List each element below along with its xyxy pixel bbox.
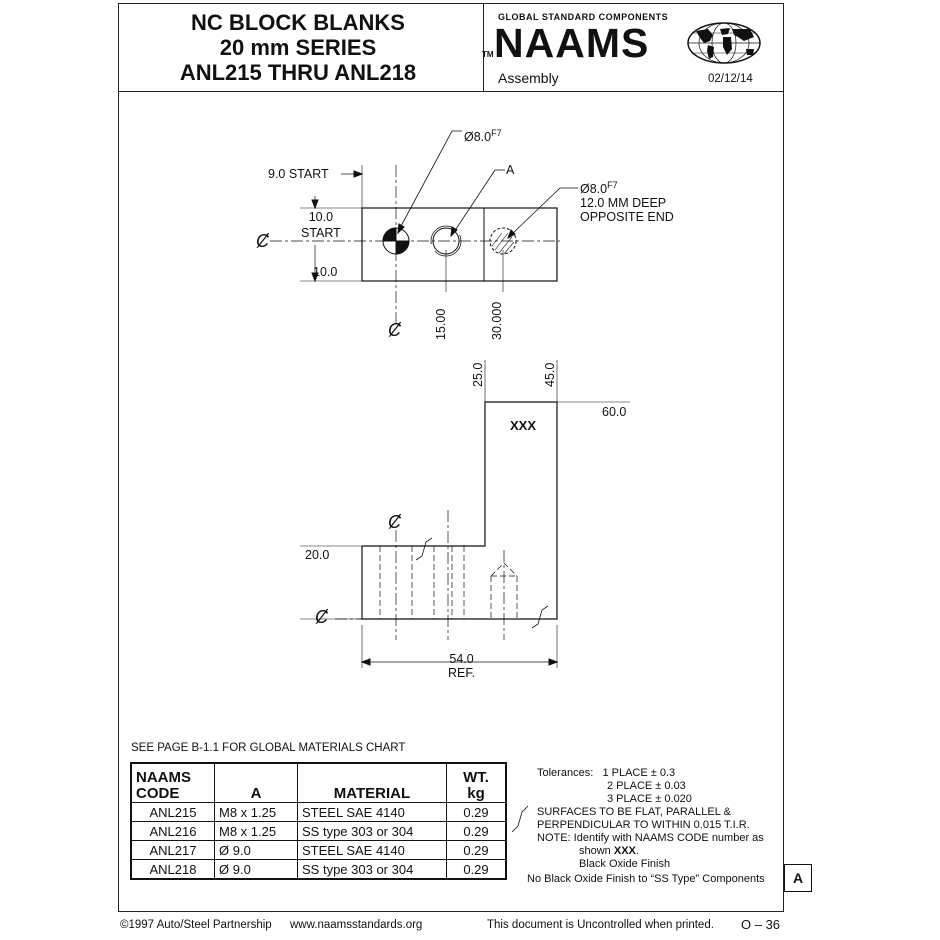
drawing-title: NC BLOCK BLANKS 20 mm SERIES ANL215 THRU… xyxy=(128,10,468,85)
tolerance-2: 2 PLACE ± 0.03 xyxy=(607,780,686,792)
globe-icon xyxy=(687,22,761,64)
dim-60: 60.0 xyxy=(602,405,627,419)
section-label: Assembly xyxy=(498,70,559,86)
title-block-separator xyxy=(483,3,484,91)
table-row: ANL215 M8 x 1.25 STEEL SAE 4140 0.29 xyxy=(130,802,507,822)
cell-code: ANL218 xyxy=(130,859,215,880)
thread-a-label: A xyxy=(506,163,515,177)
tolerances-block: Tolerances: 1 PLACE ± 0.3 2 PLACE ± 0.03… xyxy=(537,767,692,806)
table-row: ANL218 Ø 9.0 SS type 303 or 304 0.29 xyxy=(130,859,507,880)
hole-dia-top-label: Ø8.0F7 xyxy=(464,128,502,145)
tolerance-3: 3 PLACE ± 0.020 xyxy=(607,793,692,805)
deep-note: 12.0 MM DEEP xyxy=(580,196,667,211)
fit-side: F7 xyxy=(607,180,618,190)
code-mark: XXX xyxy=(510,418,537,433)
cell-material: STEEL SAE 4140 xyxy=(297,840,447,860)
revision-date: 02/12/14 xyxy=(708,73,753,85)
cell-code: ANL216 xyxy=(130,821,215,841)
header-weight: WT.kg xyxy=(446,762,507,803)
side-hole-note: Ø8.0F7 12.0 MM DEEP OPPOSITE END xyxy=(580,180,674,225)
materials-note: SEE PAGE B-1.1 FOR GLOBAL MATERIALS CHAR… xyxy=(131,742,406,754)
dim-15: 15.00 xyxy=(434,308,448,340)
title-line-1: NC BLOCK BLANKS xyxy=(191,10,405,35)
fit-top: F7 xyxy=(491,128,502,138)
title-block-divider xyxy=(118,91,783,92)
footer-url[interactable]: www.naamsstandards.org xyxy=(290,919,423,931)
surface-note: SURFACES TO BE FLAT, PARALLEL & PERPENDI… xyxy=(537,806,764,871)
drawing-frame xyxy=(118,3,784,912)
dim-45: 45.0 xyxy=(543,362,557,387)
brand-logo: NAAMS xyxy=(494,20,650,66)
identify-note: NOTE: Identify with NAAMS CODE number as xyxy=(537,832,764,844)
table-row: ANL217 Ø 9.0 STEEL SAE 4140 0.29 xyxy=(130,840,507,860)
brand-tagline: GLOBAL STANDARD COMPONENTS xyxy=(498,12,669,22)
start-9-label: 9.0 START xyxy=(268,167,329,181)
footer-uncontrolled: This document is Uncontrolled when print… xyxy=(487,919,714,931)
centerline-symbol-left: Ȼ xyxy=(256,231,269,251)
ss-finish-note: No Black Oxide Finish to “SS Type” Compo… xyxy=(527,873,765,885)
cell-material: STEEL SAE 4140 xyxy=(297,802,447,822)
cell-weight: 0.29 xyxy=(446,802,507,822)
header-material: MATERIAL xyxy=(297,762,447,803)
cell-a: Ø 9.0 xyxy=(214,859,298,880)
dim-25: 25.0 xyxy=(471,362,485,387)
centerline-symbol-base: Ȼ xyxy=(315,607,328,627)
centerline-symbol-front: Ȼ xyxy=(388,512,401,532)
identify-note-2: shown XXX. xyxy=(579,845,639,857)
dim-30: 30.000 xyxy=(490,301,504,340)
dim-20: 20.0 xyxy=(305,548,330,562)
cell-weight: 0.29 xyxy=(446,840,507,860)
centerline-symbol-bottom: Ȼ xyxy=(388,320,401,340)
trademark: TM xyxy=(482,50,494,59)
dim-10-start: 10.0 START xyxy=(301,210,341,240)
page-number: O – 36 xyxy=(741,917,781,932)
cell-a: Ø 9.0 xyxy=(214,840,298,860)
tolerance-1: 1 PLACE ± 0.3 xyxy=(602,767,676,779)
cell-material: SS type 303 or 304 xyxy=(297,821,447,841)
table-row: ANL216 M8 x 1.25 SS type 303 or 304 0.29 xyxy=(130,821,507,841)
cell-code: ANL215 xyxy=(130,802,215,822)
header-a: A xyxy=(214,762,298,803)
flat-note-1: SURFACES TO BE FLAT, PARALLEL & xyxy=(537,806,731,818)
cell-a: M8 x 1.25 xyxy=(214,802,298,822)
revision-box: A xyxy=(784,864,812,892)
title-line-3: ANL215 THRU ANL218 xyxy=(179,60,417,85)
finish-note: Black Oxide Finish xyxy=(579,858,671,870)
cell-weight: 0.29 xyxy=(446,859,507,880)
cell-weight: 0.29 xyxy=(446,821,507,841)
cell-a: M8 x 1.25 xyxy=(214,821,298,841)
cell-material: SS type 303 or 304 xyxy=(297,859,447,880)
cell-code: ANL217 xyxy=(130,840,215,860)
footer-copyright: ©1997 Auto/Steel Partnership xyxy=(120,919,272,931)
flat-note-2: PERPENDICULAR TO WITHIN 0.015 T.I.R. xyxy=(537,819,750,831)
dim-54-ref: 54.0 REF. xyxy=(448,652,476,680)
title-line-2: 20 mm SERIES xyxy=(219,35,377,60)
dim-10: 10.0 xyxy=(313,265,338,279)
tolerances-label: Tolerances: xyxy=(537,767,594,779)
opposite-end: OPPOSITE END xyxy=(580,210,674,225)
